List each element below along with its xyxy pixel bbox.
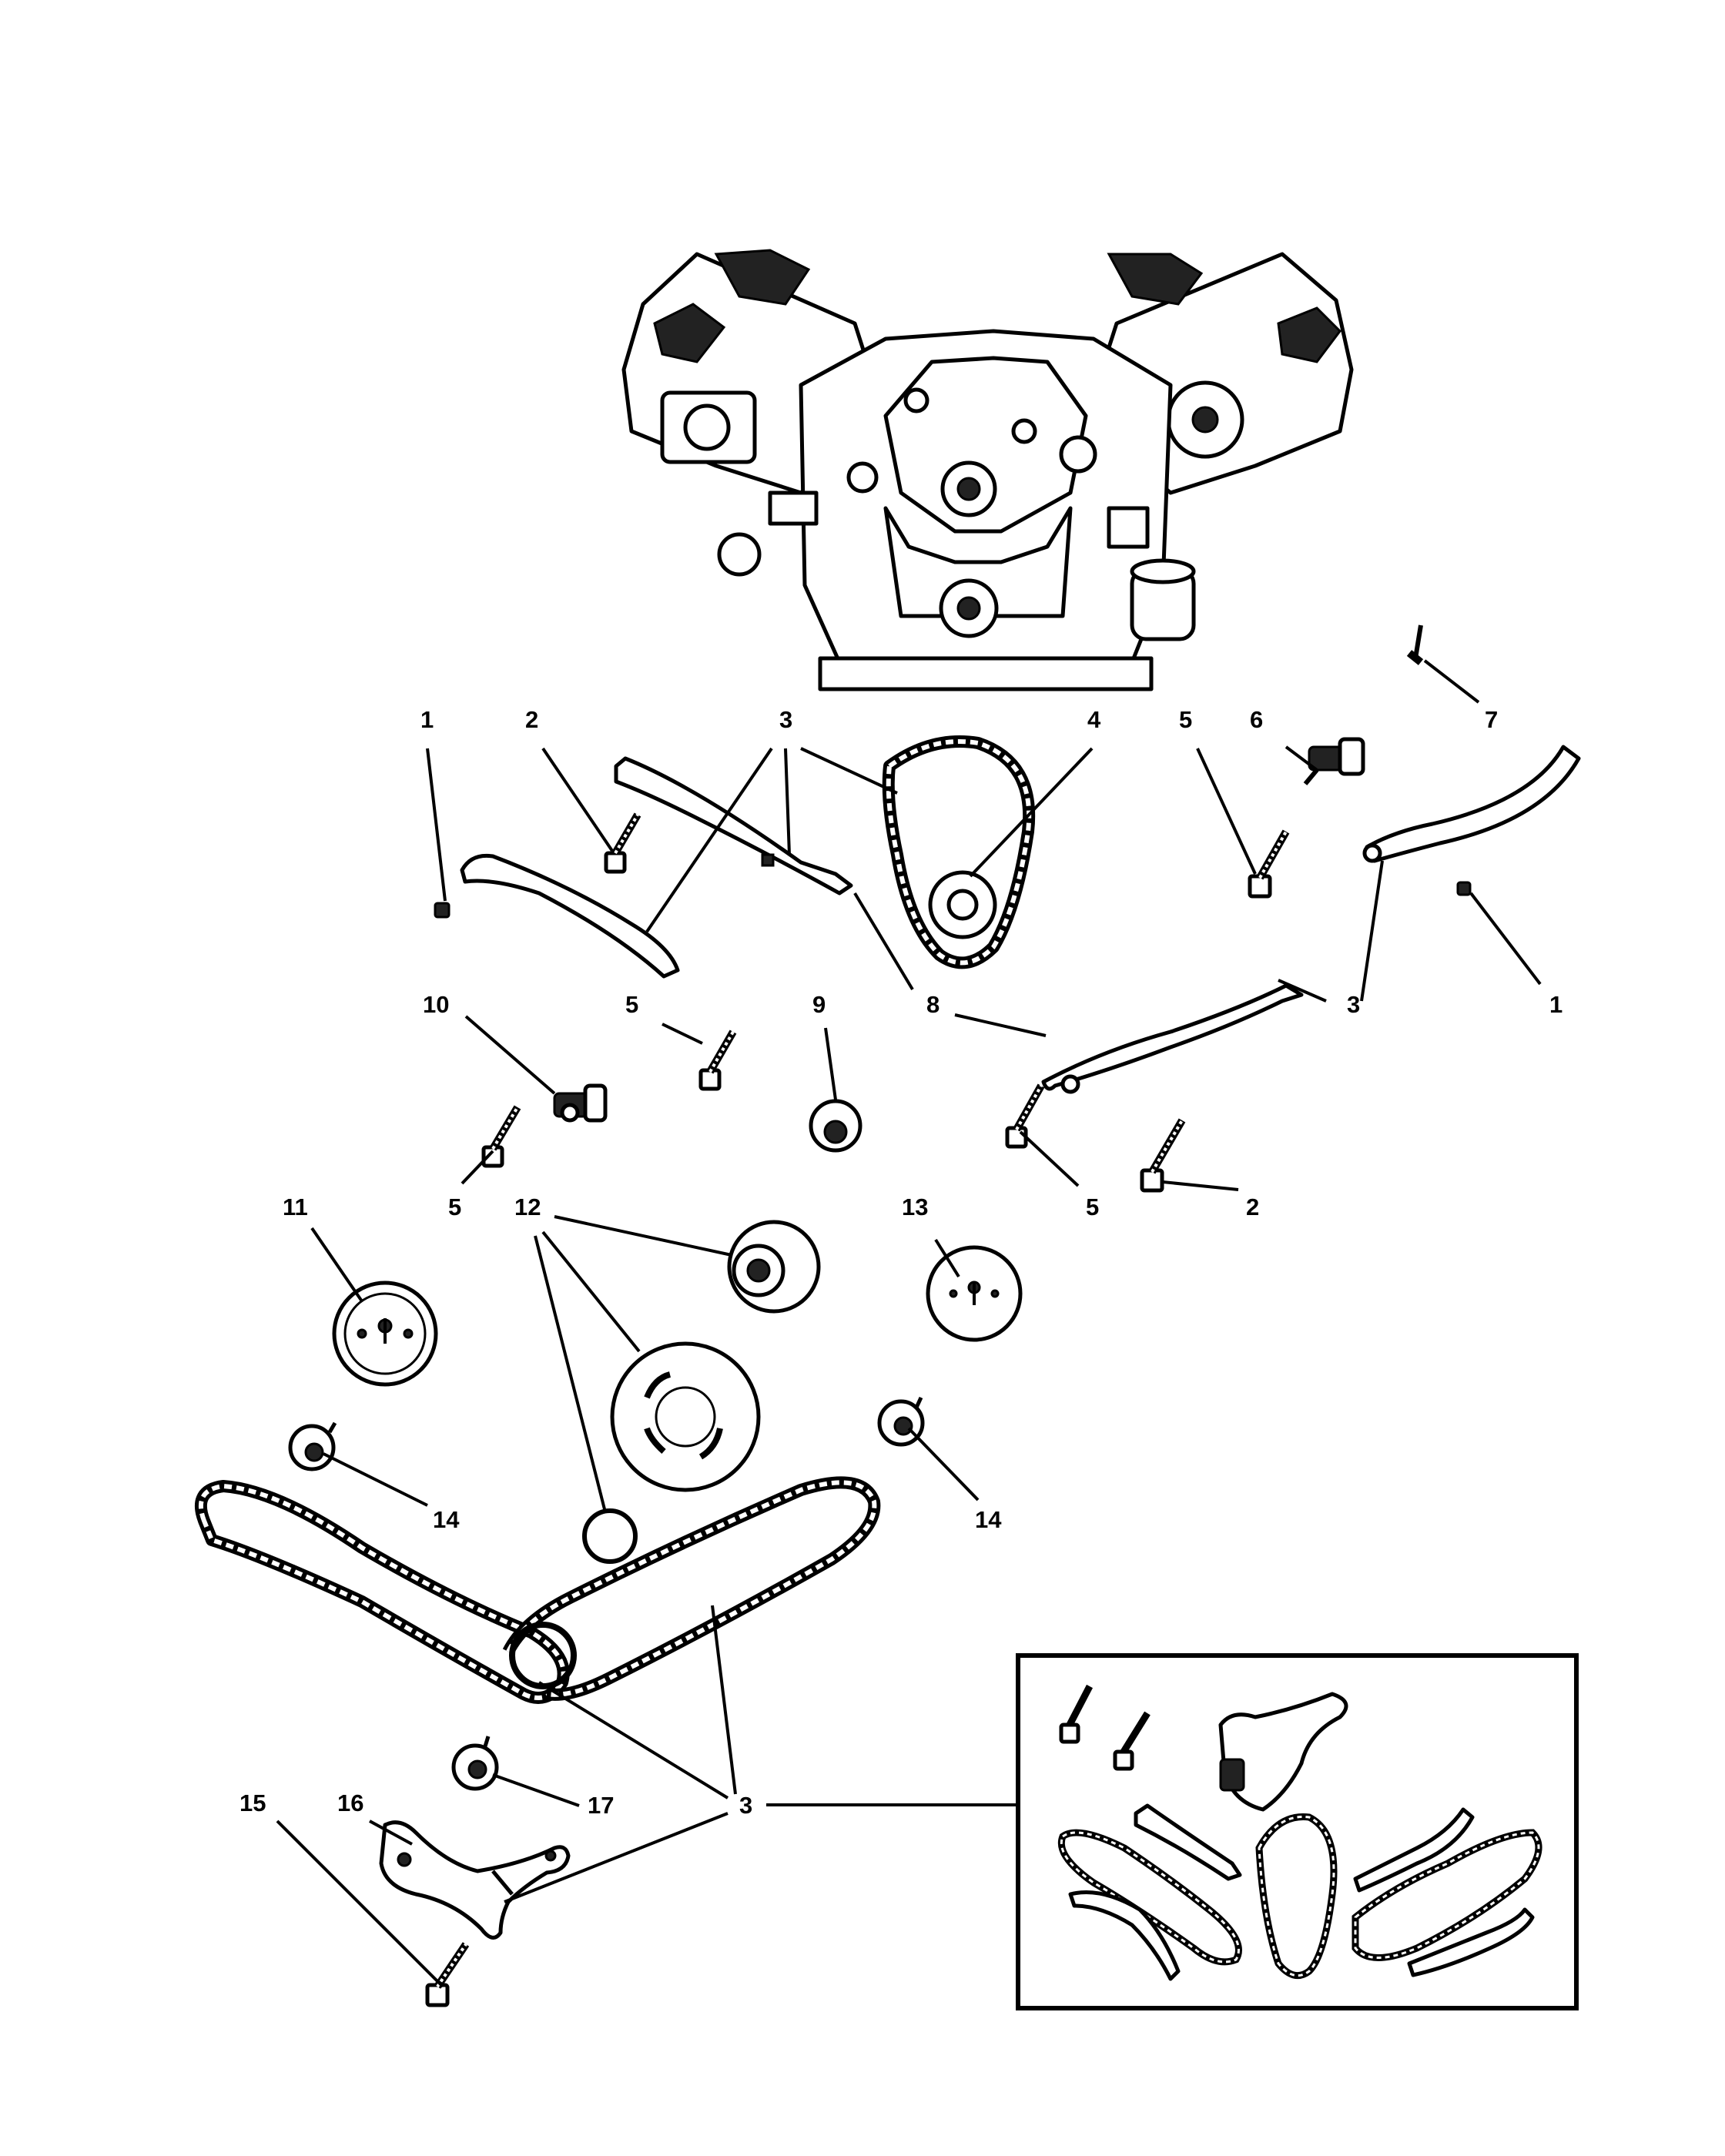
- callout-14-right: 14: [975, 1506, 1002, 1533]
- secondary-timing-chains: [195, 1476, 881, 1704]
- callout-16: 16: [337, 1789, 363, 1816]
- callout-9: 9: [812, 991, 826, 1018]
- callout-10: 10: [423, 991, 449, 1018]
- callout-3-top: 3: [779, 706, 792, 733]
- callout-8: 8: [926, 991, 940, 1018]
- callout-14-left: 14: [433, 1506, 460, 1533]
- plug-right: [1456, 881, 1472, 896]
- bolt-2-left: [604, 812, 641, 874]
- callout-12: 12: [514, 1194, 541, 1220]
- timing-kit-inset: [1016, 1653, 1579, 2010]
- pin-7: [1406, 624, 1424, 665]
- callout-2-lower: 2: [1246, 1194, 1259, 1220]
- callout-1-right: 1: [1549, 991, 1563, 1018]
- chain-tensioner-arm-upper: [614, 756, 853, 896]
- washer-14-left: [288, 1421, 337, 1471]
- plug-left: [434, 902, 451, 919]
- washer-17: [451, 1736, 499, 1791]
- bolt-15: [425, 1942, 470, 2007]
- callout-3-bottom: 3: [739, 1792, 752, 1819]
- idler-sprocket-12: [727, 1220, 821, 1314]
- leader-lines: [276, 659, 1542, 1988]
- callout-13: 13: [902, 1194, 928, 1220]
- camshaft-sprocket-11: [332, 1281, 438, 1387]
- callout-labels: 1 2 3 4 5 6 7 10 5 9 8 3 1 5 5 2 11 12 1…: [239, 706, 1563, 1819]
- callout-3-right: 3: [1347, 991, 1360, 1018]
- sprocket-plate-12: [610, 1341, 761, 1492]
- camshaft-sprocket-13: [926, 1245, 1023, 1342]
- callout-5-mid: 5: [625, 991, 638, 1018]
- chain-tensioner-10: [553, 1083, 608, 1123]
- callout-5-left-lower: 5: [448, 1194, 461, 1220]
- tensioner-bracket-16: [379, 1820, 571, 1940]
- engine-block-icon: [621, 249, 1354, 691]
- callout-4: 4: [1087, 706, 1101, 733]
- callout-11: 11: [283, 1194, 308, 1220]
- callout-6: 6: [1250, 706, 1263, 733]
- callout-15: 15: [239, 1789, 266, 1816]
- chain-guide-left: [460, 853, 680, 979]
- chain-guide-right-upper: [1362, 745, 1581, 863]
- bolt-5-mid-left: [698, 1029, 737, 1091]
- chain-tensioner-6: [1303, 737, 1365, 785]
- bolt-5-center-lower: [1005, 1083, 1045, 1149]
- bolt-5-left-lower: [481, 1105, 521, 1168]
- bolt-2-right: [1140, 1118, 1186, 1193]
- callout-5-center-lower: 5: [1086, 1194, 1099, 1220]
- callout-1-top-left: 1: [420, 706, 434, 733]
- callout-5-top: 5: [1179, 706, 1192, 733]
- primary-timing-chain: [882, 735, 1036, 969]
- callout-17: 17: [588, 1792, 614, 1819]
- callout-2-top-left: 2: [525, 706, 538, 733]
- bolt-5-top-right: [1248, 829, 1290, 899]
- washer-9: [809, 1099, 862, 1153]
- callout-7: 7: [1485, 706, 1498, 733]
- o-ring-12: [582, 1508, 638, 1564]
- chain-guide-mid-right: [1041, 983, 1304, 1094]
